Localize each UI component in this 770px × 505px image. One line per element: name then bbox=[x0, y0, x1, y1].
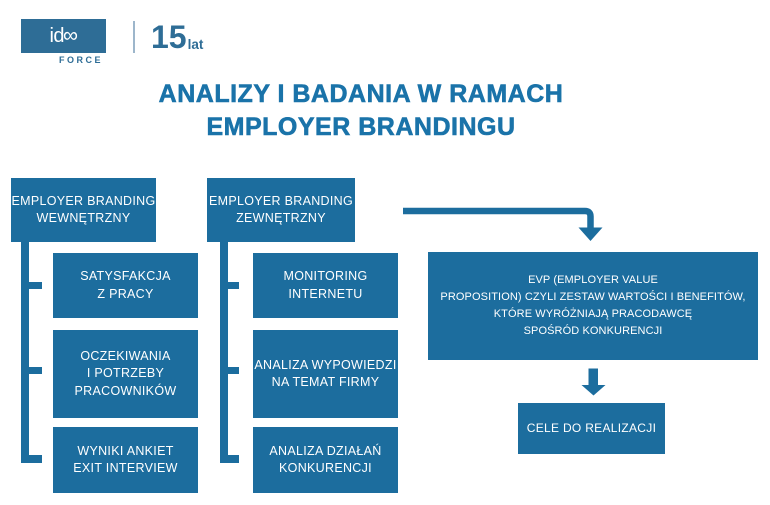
internal-connector-line bbox=[21, 242, 29, 463]
ideo-logo-text: id∞ bbox=[49, 24, 78, 47]
header-divider bbox=[133, 21, 135, 53]
ideo-logo: id∞ bbox=[21, 19, 106, 53]
company-opinions-analysis-box: ANALIZA WYPOWIEDZI NA TEMAT FIRMY bbox=[253, 330, 398, 418]
box-text-line: NA TEMAT FIRMY bbox=[271, 375, 380, 389]
infinity-ligature-icon: ∞ bbox=[63, 24, 78, 47]
box-text-line: I POTRZEBY bbox=[86, 366, 165, 381]
page-title: ANALIZY I BADANIA W RAMACH EMPLOYER BRAN… bbox=[0, 78, 722, 144]
logo-text-prefix: id bbox=[49, 25, 65, 47]
internal-connector-stub-2 bbox=[21, 367, 42, 374]
box-text-line: EMPLOYER BRANDING bbox=[11, 193, 156, 208]
box-text-line: KTÓRE WYRÓŻNIAJĄ PRACODAWCĘ bbox=[493, 308, 693, 320]
box-text-line: SATYSFAKCJA bbox=[80, 269, 171, 283]
box-text-line: ANALIZA WYPOWIEDZI bbox=[254, 357, 397, 372]
flow-arrow-right-down-icon bbox=[403, 207, 603, 241]
flow-arrow-down-icon bbox=[581, 368, 606, 396]
employee-needs-box: OCZEKIWANIA I POTRZEBY PRACOWNIKÓW bbox=[53, 330, 198, 418]
anniversary-unit: lat bbox=[187, 37, 204, 52]
box-text-line: CELE DO REALIZACJI bbox=[526, 420, 657, 435]
page-title-line1: ANALIZY I BADANIA W RAMACH bbox=[158, 80, 564, 109]
internal-connector-stub-3 bbox=[21, 455, 42, 463]
external-connector-line bbox=[220, 242, 228, 463]
anniversary-number: 15 bbox=[151, 19, 187, 55]
page-title-line2: EMPLOYER BRANDINGU bbox=[206, 113, 516, 142]
box-text-line: ANALIZA DZIAŁAŃ bbox=[269, 443, 382, 458]
box-text-line: PRACOWNIKÓW bbox=[74, 383, 177, 398]
exit-interview-box: WYNIKI ANKIET EXIT INTERVIEW bbox=[53, 427, 198, 493]
internal-branding-parent-box: EMPLOYER BRANDING WEWNĘTRZNY bbox=[11, 178, 156, 242]
job-satisfaction-box: SATYSFAKCJA Z PRACY bbox=[53, 253, 198, 318]
box-text-line: EXIT INTERVIEW bbox=[73, 461, 178, 475]
external-connector-stub-2 bbox=[220, 367, 239, 374]
box-text-line: PROPOSITION) CZYLI ZESTAW WARTOŚCI I BEN… bbox=[440, 291, 746, 303]
box-text-line: INTERNETU bbox=[288, 286, 363, 301]
internal-connector-stub-1 bbox=[21, 282, 42, 289]
box-text-line: KONKURENCJI bbox=[279, 461, 372, 475]
box-text-line: EMPLOYER BRANDING bbox=[208, 193, 354, 208]
goals-box: CELE DO REALIZACJI bbox=[518, 403, 665, 454]
external-connector-stub-3 bbox=[220, 455, 239, 463]
box-text-line: WEWNĘTRZNY bbox=[36, 211, 131, 225]
external-branding-parent-box: EMPLOYER BRANDING ZEWNĘTRZNY bbox=[207, 178, 355, 242]
box-text-line: WYNIKI ANKIET bbox=[77, 443, 174, 458]
evp-box: EVP (EMPLOYER VALUE PROPOSITION) CZYLI Z… bbox=[428, 252, 758, 360]
anniversary-badge: 15 lat bbox=[151, 19, 204, 55]
internet-monitoring-box: MONITORING INTERNETU bbox=[253, 253, 398, 318]
box-text-line: MONITORING bbox=[283, 269, 368, 283]
box-text-line: OCZEKIWANIA bbox=[80, 348, 171, 363]
box-text-line: EVP (EMPLOYER VALUE bbox=[528, 274, 658, 286]
box-text-line: SPOŚRÓD KONKURENCJI bbox=[523, 325, 663, 337]
competitor-analysis-box: ANALIZA DZIAŁAŃ KONKURENCJI bbox=[253, 427, 398, 493]
box-text-line: Z PRACY bbox=[97, 286, 154, 301]
force-label: FORCE bbox=[59, 55, 103, 65]
box-text-line: ZEWNĘTRZNY bbox=[236, 211, 326, 225]
external-connector-stub-1 bbox=[220, 282, 239, 289]
